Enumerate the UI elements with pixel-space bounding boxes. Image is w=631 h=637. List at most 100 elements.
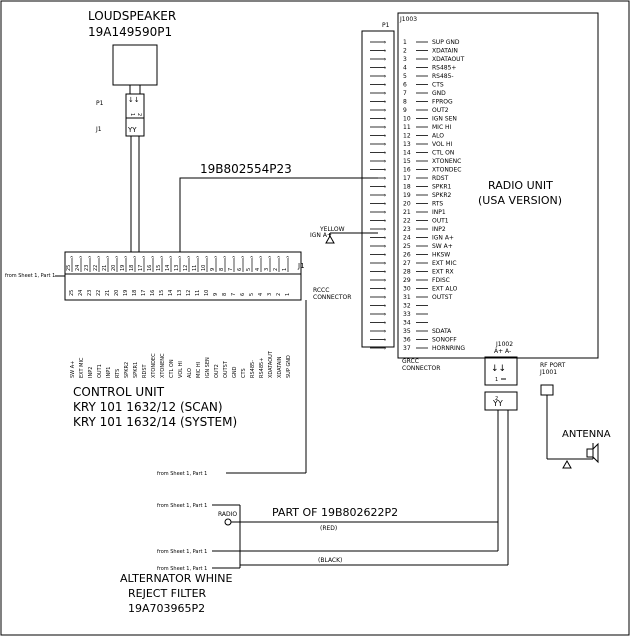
radio-pin-signal: XDATAIN xyxy=(432,48,458,55)
j1-signal-name: SPKR1 xyxy=(133,362,139,378)
radio-pin-arrowhead: › xyxy=(384,235,386,242)
radio-pin-number: 24 xyxy=(403,235,411,242)
j1-pin-top-number: 3 xyxy=(264,268,270,271)
filter-terminal-icon xyxy=(224,518,232,526)
ign-label: IGN A+ xyxy=(310,232,332,239)
radio-pin-arrowhead: › xyxy=(384,141,386,148)
j1-signal-name: SUP GND xyxy=(286,355,292,378)
radio-pin-arrowhead: › xyxy=(384,99,386,106)
loudspeaker-part: 19A149590P1 xyxy=(88,25,172,39)
j1-connector-bottom xyxy=(64,273,302,301)
j1-signal-name: CTL ON xyxy=(169,359,175,378)
j1-signal-name: OUT2 xyxy=(214,364,220,378)
control-unit-title: CONTROL UNIT xyxy=(73,385,165,399)
j1-signal-name: MIC HI xyxy=(196,362,202,378)
j1-pin-top-number: 19 xyxy=(120,265,126,271)
radio-pin-number: 32 xyxy=(403,303,411,310)
j1-pin-bottom-number: 15 xyxy=(159,290,165,296)
j1-pin-arrowhead: ^ xyxy=(88,256,92,262)
j1-signal-name: INP1 xyxy=(106,367,112,378)
j1-signal-name: INP2 xyxy=(88,367,94,378)
j1-pin-arrowhead: ^ xyxy=(124,256,128,262)
j1-signal-name: VOL HI xyxy=(178,361,184,378)
j1-pin-top-number: 16 xyxy=(147,265,153,271)
j1-pin-arrowhead: ^ xyxy=(106,256,110,262)
radio-pin-signal: SW A+ xyxy=(432,243,453,250)
radio-pin-arrowhead: › xyxy=(384,184,386,191)
j1-signal-name: IGN SEN xyxy=(205,357,211,378)
j1-pin-arrowhead: ^ xyxy=(97,256,101,262)
j1-pin-bottom-number: 23 xyxy=(87,290,93,296)
j1-pin-arrowhead: ^ xyxy=(115,256,119,262)
j1002-label: J1002 xyxy=(495,341,513,348)
radio-pin-signal: OUTST xyxy=(432,294,453,301)
radio-pin-signal: MIC HI xyxy=(432,124,452,131)
filter-part-of: PART OF 19B802622P2 xyxy=(272,506,398,519)
j1-signal-name: RDST xyxy=(142,364,148,378)
loudspeaker-pin-1: 1 xyxy=(129,113,135,116)
j1-pin-arrowhead: ^ xyxy=(250,256,254,262)
j1-pin-top-number: 24 xyxy=(75,265,81,271)
control-unit-scan: KRY 101 1632/12 (SCAN) xyxy=(73,400,223,414)
radio-pin-arrowhead: › xyxy=(384,150,386,157)
radio-pin-number: 13 xyxy=(403,141,411,148)
grcc-label: GRCC xyxy=(402,358,419,365)
rf-port-label: RF PORT xyxy=(540,362,566,369)
j1002-jack xyxy=(484,356,518,386)
j1-label: J1 xyxy=(297,262,305,270)
radio-pin-number: 10 xyxy=(403,116,411,123)
radio-pin-arrowhead: › xyxy=(384,56,386,63)
radio-pin-arrowhead: › xyxy=(384,252,386,259)
radio-pin-signal: IGN A+ xyxy=(432,235,454,242)
j1-pin-top-number: 6 xyxy=(237,268,243,271)
ground-symbol xyxy=(325,234,335,244)
j1-pin-top-number: 2 xyxy=(273,268,279,271)
radio-pin-arrowhead: › xyxy=(384,201,386,208)
radio-pin-signal: EXT MIC xyxy=(432,260,457,267)
radio-pin-signal: FPROG xyxy=(432,99,453,106)
j1-pin-bottom-number: 12 xyxy=(186,290,192,296)
j1-pin-top-number: 9 xyxy=(210,268,216,271)
j1-pin-arrowhead: ^ xyxy=(205,256,209,262)
radio-pin-number: 30 xyxy=(403,286,411,293)
j1-pin-top-number: 4 xyxy=(255,268,261,271)
svg-text:YY: YY xyxy=(492,399,503,408)
j1-pin-arrowhead: ^ xyxy=(232,256,236,262)
radio-pin-number: 17 xyxy=(403,175,411,182)
radio-pin-signal: SDATA xyxy=(432,328,452,335)
j1-pin-bottom-number: 16 xyxy=(150,290,156,296)
radio-pin-signal: SONOFF xyxy=(432,337,457,344)
j1-pin-arrowhead: ^ xyxy=(214,256,218,262)
black-wire-label: (BLACK) xyxy=(318,557,342,564)
radio-pin-arrowhead: › xyxy=(384,345,386,352)
filter-subtitle: REJECT FILTER xyxy=(128,587,207,600)
radio-pin-signal: INP1 xyxy=(432,209,446,216)
radio-pin-number: 18 xyxy=(403,184,411,191)
j1-pin-top-number: 14 xyxy=(165,265,171,271)
radio-pin-signal: INP2 xyxy=(432,226,446,233)
j1002-pins-label: A+ A- xyxy=(494,348,511,355)
j1-pin-bottom-number: 17 xyxy=(141,290,147,296)
sheet-ref-d: from Sheet 1, Part 1 xyxy=(157,566,207,572)
radio-pin-number: 8 xyxy=(403,99,407,106)
radio-pin-number: 11 xyxy=(403,124,411,131)
j1-pin-arrowhead: ^ xyxy=(79,256,83,262)
radio-pin-arrowhead: › xyxy=(384,277,386,284)
j1-pin-top-number: 12 xyxy=(183,265,189,271)
j1-pin-bottom-number: 9 xyxy=(213,293,219,296)
j1-pin-arrowhead: ^ xyxy=(277,256,281,262)
radio-pin-number: 5 xyxy=(403,73,407,80)
radio-pin-arrowhead: › xyxy=(384,39,386,46)
j1-signal-name: OUTST xyxy=(223,360,229,378)
j1-pin-top-number: 11 xyxy=(192,265,198,271)
j1-pin-arrowhead: ^ xyxy=(286,256,290,262)
radio-pin-signal: HKSW xyxy=(432,252,450,259)
j1-pin-top-number: 13 xyxy=(174,265,180,271)
svg-text:↓↓: ↓↓ xyxy=(491,364,506,374)
sheet-ref-b: from Sheet 1, Part 1 xyxy=(157,503,207,509)
radio-unit-title: RADIO UNIT xyxy=(488,179,553,192)
j1-pin-arrowhead: ^ xyxy=(142,256,146,262)
radio-pin-number: 37 xyxy=(403,345,411,352)
radio-pin-arrowhead: › xyxy=(384,243,386,250)
j1-pin-bottom-number: 20 xyxy=(114,290,120,296)
